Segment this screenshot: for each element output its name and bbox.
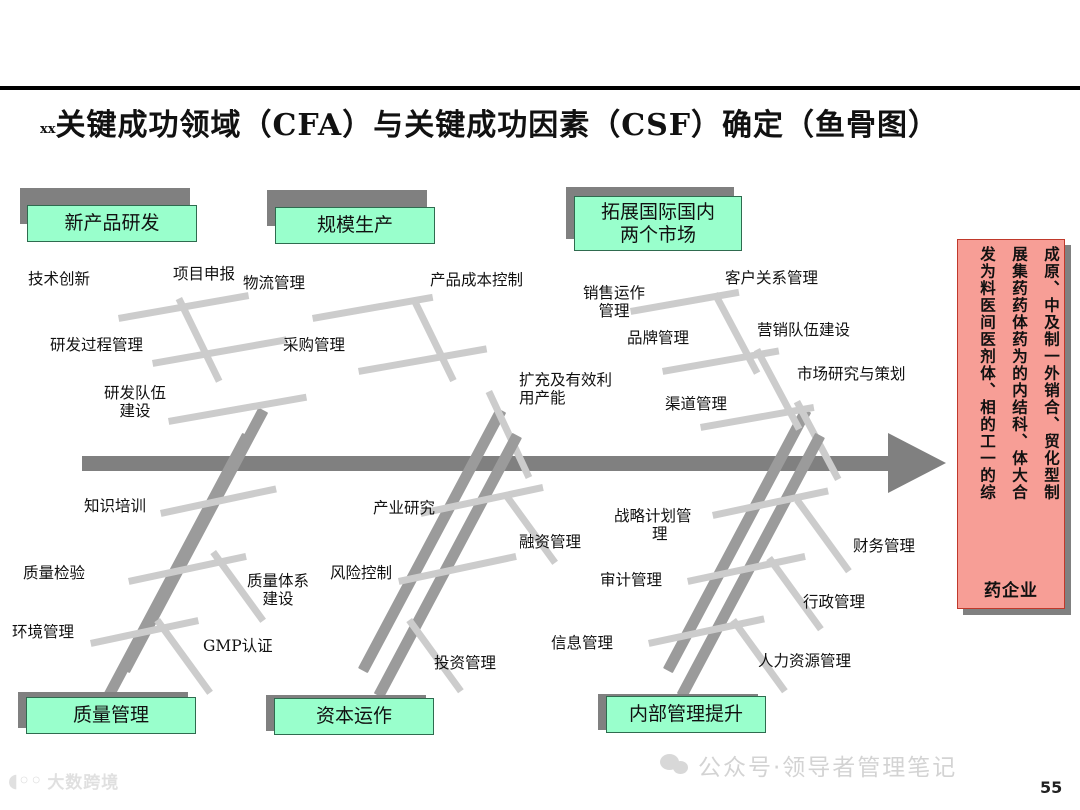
sub-item-project-declaration: 项目申报 bbox=[173, 265, 236, 283]
sub-item-brand-mgmt: 品牌管理 bbox=[627, 329, 690, 347]
sub-item-rd-team-building: 研发队伍 建设 bbox=[90, 384, 180, 421]
sub-item-industry-research: 产业研究 bbox=[373, 499, 436, 517]
header-divider bbox=[0, 86, 1080, 90]
goal-column-2: 展集药药体药为的内结科、体大合 bbox=[1010, 246, 1029, 501]
category-label-capital-operation: 资本运作 bbox=[315, 705, 392, 728]
category-label-quality-mgmt: 质量管理 bbox=[72, 704, 149, 727]
page-title: xx 关键成功领域（CFA）与关键成功因素（CSF）确定（鱼骨图） bbox=[40, 100, 1040, 148]
sub-item-rd-team-building-l2: 建设 bbox=[119, 401, 151, 420]
category-label-market-expansion-l1: 拓展国际国内 bbox=[600, 201, 715, 224]
sub-item-logistics-mgmt: 物流管理 bbox=[243, 274, 306, 292]
sub-item-financing-mgmt: 融资管理 bbox=[519, 533, 582, 551]
goal-column-1: 成原、中及制一外销合、贸化型制 bbox=[1042, 246, 1061, 501]
twig-top-1-c bbox=[152, 336, 288, 367]
sub-item-strategic-planning-mgmt-l2: 理 bbox=[652, 524, 668, 543]
category-label-internal-mgmt: 内部管理提升 bbox=[628, 703, 743, 726]
sub-item-environment-mgmt: 环境管理 bbox=[12, 623, 75, 641]
sub-item-channel-mgmt: 渠道管理 bbox=[665, 395, 728, 413]
title-prefix: xx bbox=[40, 122, 56, 137]
page-number: 55 bbox=[1040, 778, 1063, 797]
watermark-brand-left: ◖◦◦ 大数跨境 bbox=[8, 768, 120, 794]
watermark-wechat-right: 公众号·领导者管理笔记 bbox=[660, 748, 957, 782]
twig-top-2-b bbox=[411, 300, 457, 383]
sub-item-investment-mgmt: 投资管理 bbox=[434, 654, 497, 672]
category-box-capital-operation[interactable]: 资本运作 bbox=[274, 698, 434, 735]
sub-item-market-research-planning: 市场研究与策划 bbox=[797, 365, 906, 383]
sub-item-quality-system-building: 质量体系 建设 bbox=[236, 572, 320, 609]
sub-item-audit-mgmt: 审计管理 bbox=[600, 571, 663, 589]
sub-item-gmp-certification: GMP认证 bbox=[203, 637, 273, 655]
category-label-new-product-rd: 新产品研发 bbox=[64, 212, 160, 235]
brand-logo-icon: ◖◦◦ bbox=[8, 769, 43, 792]
sub-item-strategic-planning-mgmt-l1: 战略计划管 bbox=[614, 507, 692, 525]
sub-item-capacity-expansion: 扩充及有效利 用产能 bbox=[519, 371, 643, 408]
wechat-icon bbox=[660, 754, 690, 776]
goal-box[interactable]: 成原、中及制一外销合、贸化型制 展集药药体药为的内结科、体大合 发为料医间医剂体… bbox=[957, 239, 1065, 609]
twig-top-1-b bbox=[175, 297, 223, 383]
sub-item-rd-process-mgmt: 研发过程管理 bbox=[50, 336, 144, 354]
sub-item-administration-mgmt: 行政管理 bbox=[803, 593, 866, 611]
watermark-left-text: 大数跨境 bbox=[47, 773, 120, 793]
category-box-quality-mgmt[interactable]: 质量管理 bbox=[26, 697, 196, 734]
category-box-new-product-rd[interactable]: 新产品研发 bbox=[27, 205, 197, 242]
category-label-market-expansion-l2: 两个市场 bbox=[619, 223, 696, 246]
category-label-scale-production: 规模生产 bbox=[316, 214, 393, 237]
fishbone-arrowhead-icon bbox=[888, 433, 946, 493]
title-text: 关键成功领域（CFA）与关键成功因素（CSF）确定（鱼骨图） bbox=[55, 108, 940, 143]
sub-item-knowledge-training: 知识培训 bbox=[84, 497, 147, 515]
sub-item-sales-operation-mgmt: 销售运作 管理 bbox=[572, 284, 656, 321]
sub-item-capacity-expansion-l1: 扩充及有效利 bbox=[519, 371, 613, 389]
sub-item-sales-operation-mgmt-l1: 销售运作 bbox=[582, 284, 645, 302]
goal-footer-text: 药企业 bbox=[984, 580, 1038, 601]
sub-item-sales-operation-mgmt-l2: 管理 bbox=[598, 301, 630, 320]
rib-bottom-1 bbox=[103, 432, 253, 699]
sub-item-product-cost-control: 产品成本控制 bbox=[430, 271, 524, 289]
sub-item-hr-mgmt: 人力资源管理 bbox=[758, 652, 852, 670]
sub-item-finance-mgmt: 财务管理 bbox=[853, 537, 916, 555]
goal-column-3: 发为料医间医剂体、相的工一的综 bbox=[978, 246, 997, 501]
sub-item-rd-team-building-l1: 研发队伍 bbox=[103, 384, 166, 402]
sub-item-quality-inspection: 质量检验 bbox=[23, 564, 86, 582]
sub-item-customer-relationship-mgmt: 客户关系管理 bbox=[725, 269, 819, 287]
sub-item-technical-innovation: 技术创新 bbox=[28, 270, 91, 288]
twig-top-1-d bbox=[168, 393, 308, 425]
twig-bottom-3-b bbox=[794, 498, 852, 574]
sub-item-quality-system-building-l1: 质量体系 bbox=[246, 572, 309, 590]
fishbone-spine bbox=[82, 456, 892, 471]
sub-item-risk-control: 风险控制 bbox=[330, 564, 393, 582]
sub-item-procurement-mgmt: 采购管理 bbox=[283, 336, 346, 354]
twig-top-2-c bbox=[358, 345, 488, 375]
category-box-scale-production[interactable]: 规模生产 bbox=[275, 207, 435, 244]
sub-item-marketing-team-building: 营销队伍建设 bbox=[757, 321, 851, 339]
rib-top-2 bbox=[358, 407, 507, 674]
sub-item-capacity-expansion-l2: 用产能 bbox=[519, 388, 566, 407]
category-box-internal-mgmt[interactable]: 内部管理提升 bbox=[606, 696, 766, 733]
sub-item-quality-system-building-l2: 建设 bbox=[262, 589, 294, 608]
category-box-market-expansion[interactable]: 拓展国际国内 两个市场 bbox=[574, 196, 742, 251]
sub-item-information-mgmt: 信息管理 bbox=[551, 634, 614, 652]
sub-item-strategic-planning-mgmt: 战略计划管 理 bbox=[614, 507, 724, 544]
watermark-right-text: 公众号·领导者管理笔记 bbox=[698, 755, 958, 781]
